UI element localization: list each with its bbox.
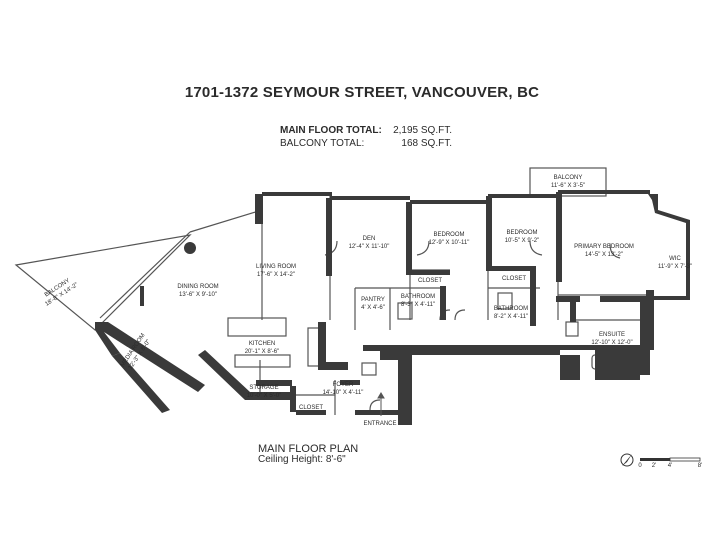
area-totals: MAIN FLOOR TOTAL: 2,195 SQ.FT. BALCONY T… xyxy=(280,124,452,150)
main-floor-total-row: MAIN FLOOR TOTAL: 2,195 SQ.FT. xyxy=(280,124,452,137)
room-bathroom-1: BATHROOM 8'-3" X 4'-11" xyxy=(401,294,435,308)
room-name: FOYER xyxy=(333,382,354,388)
room-name: DEN xyxy=(363,236,376,242)
entrance-arrow-icon xyxy=(377,392,385,416)
north-arrow-icon xyxy=(620,453,634,467)
room-foyer: FOYER 14'-10" X 4'-11" xyxy=(323,382,364,396)
total-value: 168 SQ.FT. xyxy=(401,138,452,149)
room-storage: STORAGE 10'-0" X 5'-0" xyxy=(247,385,282,399)
plan-title: MAIN FLOOR PLAN xyxy=(258,443,359,455)
room-bedroom-1: BEDROOM 12'-9" X 10'-11" xyxy=(429,232,470,246)
room-name: PANTRY xyxy=(361,297,385,303)
kitchen-island xyxy=(227,317,287,337)
room-dims: 4' X 4'-6" xyxy=(361,305,385,311)
plan-address-title: 1701-1372 SEYMOUR STREET, VANCOUVER, BC xyxy=(184,84,540,101)
scale-tick: 4' xyxy=(668,463,672,469)
room-name: WIC xyxy=(669,256,681,262)
scale-bar: 0 2' 4' 8' xyxy=(638,457,702,469)
room-name: DINING ROOM xyxy=(177,284,218,290)
room-wic: WIC 11'-9" X 7'-3" xyxy=(658,256,692,270)
room-name: BALCONY xyxy=(554,175,583,181)
north-balcony-outline xyxy=(529,167,607,197)
room-name: KITCHEN xyxy=(249,341,275,347)
room-dining: DINING ROOM 13'-6" X 9'-10" xyxy=(177,284,218,298)
scale-tick: 0 xyxy=(638,463,642,469)
total-label: MAIN FLOOR TOTAL: xyxy=(280,125,382,136)
room-dims: 11'-6" X 3'-5" xyxy=(551,183,585,189)
scale-tick: 2' xyxy=(652,463,656,469)
room-dims: 13'-6" X 9'-10" xyxy=(179,292,217,298)
room-dims: 11'-9" X 7'-3" xyxy=(658,264,692,270)
room-closet-3: CLOSET xyxy=(299,405,323,411)
room-den: DEN 12'-4" X 11'-10" xyxy=(349,236,390,250)
total-value: 2,195 SQ.FT. xyxy=(393,125,452,136)
room-bedroom-2: BEDROOM 10'-5" X 9'-2" xyxy=(505,230,540,244)
room-dims: 20'-1" X 8'-6" xyxy=(245,349,280,355)
room-name: BEDROOM xyxy=(506,230,537,236)
room-dims: 8'-2" X 4'-11" xyxy=(494,314,528,320)
room-ensuite: ENSUITE 12'-10" X 12'-0" xyxy=(591,332,632,346)
room-name: BEDROOM xyxy=(433,232,464,238)
room-name: BATHROOM xyxy=(494,306,528,312)
room-primary-bedroom: PRIMARY BEDROOM 14'-5" X 13'-2" xyxy=(574,244,634,258)
room-pantry: PANTRY 4' X 4'-6" xyxy=(361,297,385,311)
room-dims: 14'-5" X 13'-2" xyxy=(585,252,623,258)
room-living: LIVING ROOM 17'-6" X 14'-2" xyxy=(256,264,296,278)
plan-walls xyxy=(95,190,690,425)
west-balcony-outline xyxy=(14,234,192,331)
room-closet-1: CLOSET xyxy=(418,278,442,284)
room-dims: 8'-3" X 4'-11" xyxy=(401,302,435,308)
room-kitchen: KITCHEN 20'-1" X 8'-6" xyxy=(245,341,280,355)
room-name: BATHROOM xyxy=(401,294,435,300)
scale-tick: 8' xyxy=(698,463,702,469)
room-name: STORAGE xyxy=(249,385,278,391)
room-dims: 17'-6" X 14'-2" xyxy=(257,272,295,278)
room-name: LIVING ROOM xyxy=(256,264,296,270)
total-label: BALCONY TOTAL: xyxy=(280,138,365,149)
ceiling-height: Ceiling Height: 8'-6" xyxy=(258,454,346,465)
room-closet-2: CLOSET xyxy=(502,276,526,282)
plan-outline xyxy=(14,167,650,415)
room-name: ENSUITE xyxy=(599,332,625,338)
room-dims: 12'-9" X 10'-11" xyxy=(429,240,470,246)
room-labels: BALCONY 18'-8" X 14'-2" DINING ROOM 13'-… xyxy=(44,175,692,427)
room-name: PRIMARY BEDROOM xyxy=(574,244,634,250)
balcony-total-row: BALCONY TOTAL: 168 SQ.FT. xyxy=(280,137,452,150)
room-entrance: ENTRANCE xyxy=(363,421,396,427)
room-dims: 12'-10" X 12'-0" xyxy=(591,340,632,346)
room-dims: 10'-5" X 9'-2" xyxy=(505,238,540,244)
room-bathroom-2: BATHROOM 8'-2" X 4'-11" xyxy=(494,306,528,320)
room-dims: 14'-10" X 4'-11" xyxy=(323,390,364,396)
room-balcony-west: BALCONY 18'-8" X 14'-2" xyxy=(44,278,80,308)
room-balcony-north: BALCONY 11'-6" X 3'-5" xyxy=(551,175,585,189)
room-dims: 10'-0" X 5'-0" xyxy=(247,393,282,399)
room-dims: 12'-4" X 11'-10" xyxy=(349,244,390,250)
